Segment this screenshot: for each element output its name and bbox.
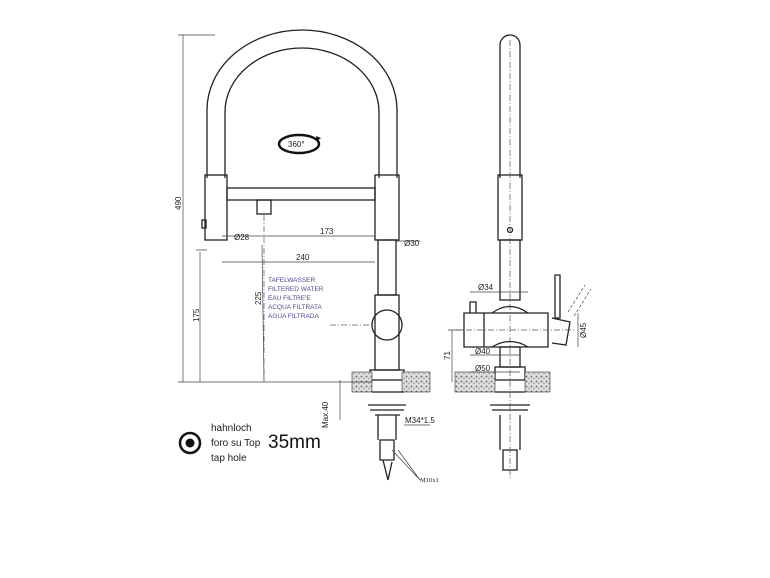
tap-hole-label: hahnloch foro su Top tap hole: [211, 421, 260, 466]
side-view: Ø34 Ø40 Ø50 Ø45 71: [443, 34, 592, 480]
filtered-label: AGUA FILTRADA: [268, 313, 319, 320]
dim-490: 490: [174, 196, 183, 210]
filtered-label: TAFELWASSER: [268, 277, 315, 284]
dim-173: 173: [320, 227, 334, 236]
dim-d28: Ø28: [234, 233, 250, 242]
filtered-label: EAU FILTRE'E: [268, 295, 311, 302]
filtered-label: FILTERED WATER: [268, 286, 324, 293]
dim-max40: Max.40: [321, 401, 330, 428]
svg-text:360°: 360°: [288, 140, 305, 149]
dim-d50: Ø50: [475, 364, 491, 373]
tap-hole-icon: [178, 431, 202, 455]
dim-m34: M34*1.5: [405, 416, 435, 425]
filtered-label: ACQUA FILTRATA: [268, 304, 322, 311]
tap-hole-line: hahnloch: [211, 423, 252, 434]
dim-d45: Ø45: [579, 322, 588, 338]
dim-175: 175: [192, 308, 201, 322]
tap-hole-line: tap hole: [211, 453, 247, 464]
rotation-360-icon: 360°: [277, 133, 321, 155]
dim-d30: Ø30: [404, 239, 420, 248]
tap-hole-line: foro su Top: [211, 438, 261, 449]
dim-d40: Ø40: [475, 347, 491, 356]
dim-240: 240: [296, 253, 310, 262]
dim-71: 71: [443, 351, 452, 360]
dim-225: 225: [254, 291, 263, 305]
front-view: 490 175 225 173 240 Ø28 Ø30 Max.40 M34*1…: [174, 29, 439, 484]
tap-hole-size: 35mm: [268, 432, 321, 453]
dim-d34: Ø34: [478, 283, 494, 292]
dim-m10: M10x1: [420, 477, 439, 484]
